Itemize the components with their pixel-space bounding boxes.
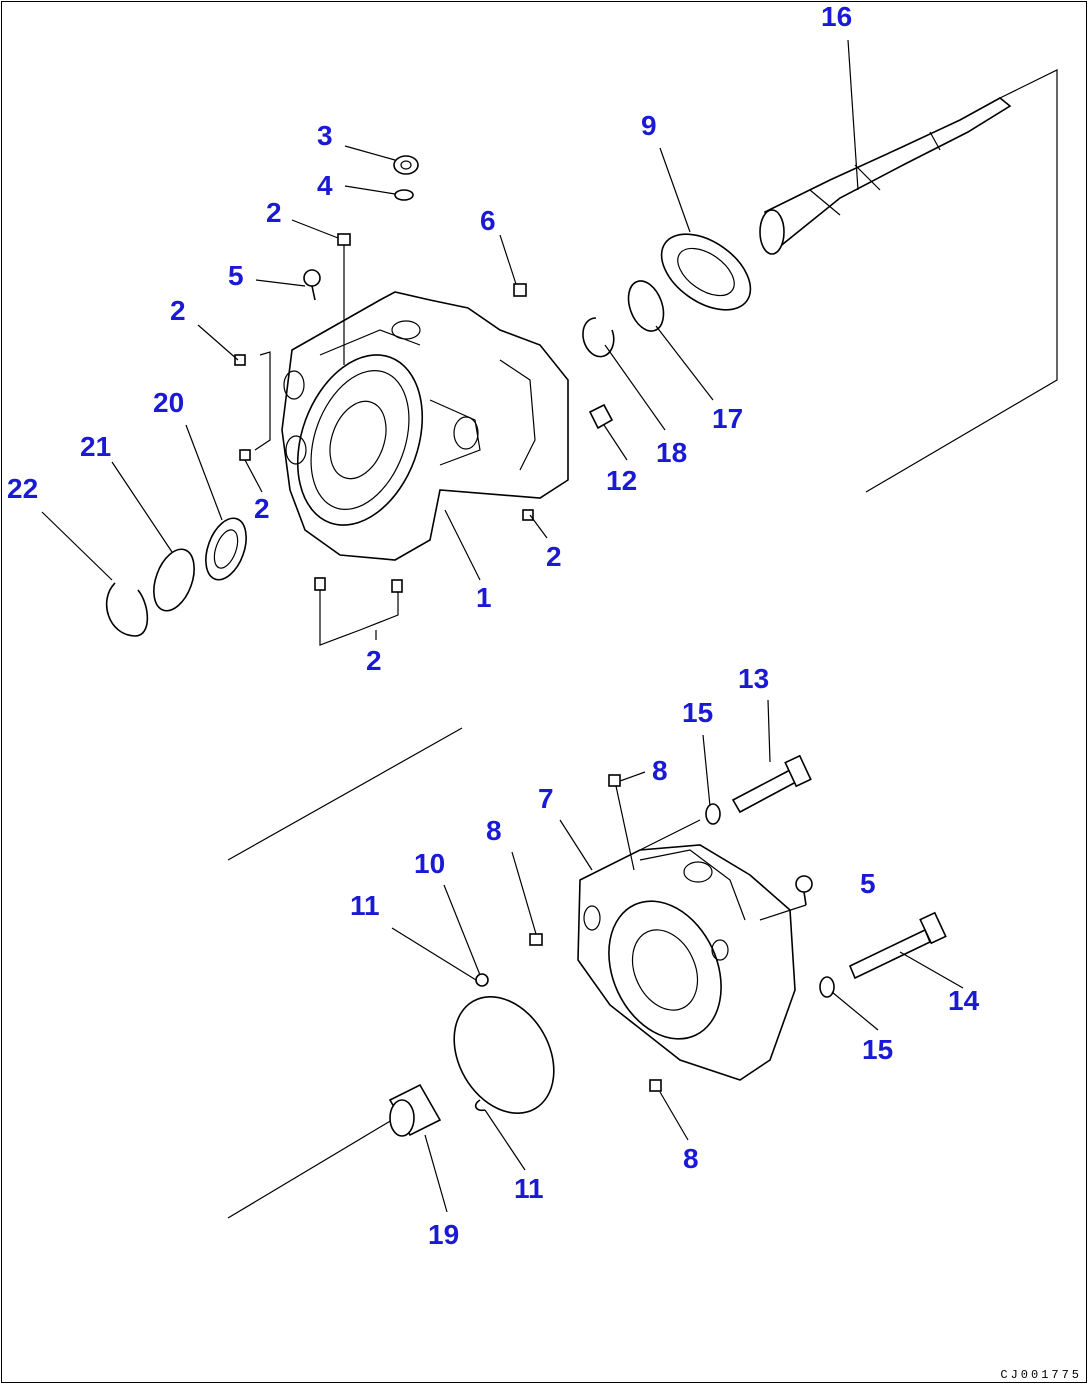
callout-19: 19 [428,1219,459,1250]
o-ring-11-top [475,973,489,987]
plug-8-bottom [649,1079,662,1092]
o-ring-10 [453,995,555,1115]
snap-ring-18 [582,317,615,358]
callout-13: 13 [738,663,769,694]
plugs-upper [234,233,534,646]
callout-18: 18 [656,437,687,468]
callout-17: 17 [712,403,743,434]
callout-2: 2 [254,493,270,524]
callout-15: 15 [682,697,713,728]
ring-21 [153,548,195,612]
callout-numbers: 1 2 2 2 2 2 3 4 5 5 6 7 8 8 8 9 10 11 11… [7,1,980,1250]
end-cover [577,844,796,1081]
callout-2: 2 [546,541,562,572]
callout-21: 21 [80,431,111,462]
callout-20: 20 [153,387,184,418]
drive-shaft [759,97,1012,255]
callout-9: 9 [641,110,657,141]
callout-14: 14 [948,985,980,1016]
callout-1: 1 [476,582,492,613]
callout-5: 5 [228,260,244,291]
callout-11: 11 [514,1173,544,1204]
plug-8-top [608,774,621,787]
callout-6: 6 [480,205,496,236]
callout-10: 10 [414,848,445,879]
plug-6 [513,283,527,297]
plug-nut [393,155,419,175]
section-divider-lines [227,69,1058,1219]
callout-5: 5 [860,868,876,899]
callout-12: 12 [606,465,637,496]
o-ring-11-bottom [474,1099,486,1112]
callout-7: 7 [538,783,554,814]
callout-11: 11 [350,890,380,921]
callout-8: 8 [652,755,668,786]
callout-22: 22 [7,473,38,504]
washer-15-bottom [819,976,835,998]
callout-4: 4 [317,170,333,201]
callout-2: 2 [366,645,382,676]
bolt-13 [731,754,812,814]
snap-ring-22 [105,582,149,637]
ring-17 [627,280,665,332]
leader-lines [41,39,964,1213]
eyebolt-lower [795,875,813,906]
bushing-19 [388,1083,442,1137]
callout-2: 2 [170,295,186,326]
bearing-9 [660,233,752,311]
seal-20 [205,517,247,581]
pump-housing [281,291,569,561]
callout-3: 3 [317,120,333,151]
o-ring-small [394,189,414,201]
callout-15: 15 [862,1034,893,1065]
callout-8: 8 [486,815,502,846]
dowel-pin [588,403,614,430]
callout-16: 16 [821,1,852,32]
plug-8-left [529,933,543,946]
washer-15-top [705,803,721,825]
bolt-14 [848,911,947,980]
callout-8: 8 [683,1143,699,1174]
eyebolt-upper [303,269,321,301]
callout-2: 2 [266,197,282,228]
drawing-code: CJ001775 [1000,1368,1082,1382]
